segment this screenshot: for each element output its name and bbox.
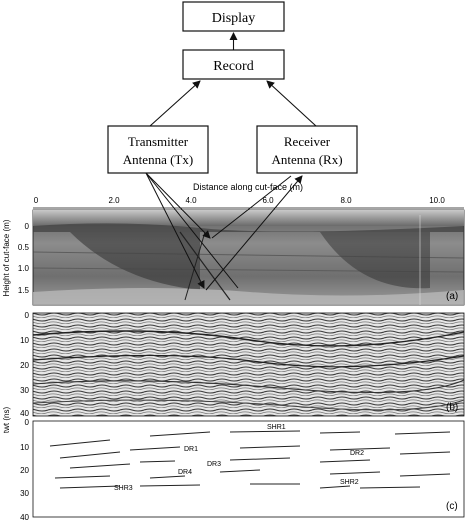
twt-axis-ticks-b: 0 10 20 30 40 [20,311,29,418]
reflector-shr1: SHR1 [267,424,286,431]
twt-tick: 40 [20,513,29,522]
receiver-label-line1: Receiver [284,134,331,149]
twt-tick: 10 [20,336,29,345]
twt-tick: 0 [25,418,30,427]
transmitter-label-line1: Transmitter [128,134,189,149]
record-box [182,49,285,80]
height-tick: 0 [25,222,30,231]
panel-b-radargram [32,312,465,417]
reflector-labels: SHR1 DR1 DR2 DR3 DR4 SHR2 SHR3 [114,424,364,492]
twt-tick: 30 [20,489,29,498]
transmitter-label-line2: Antenna (Tx) [123,152,193,167]
top-axis-label: Distance along cut-face (m) [193,182,303,192]
height-tick: 1.0 [18,264,30,273]
reflector-dr1: DR1 [184,446,198,453]
panel-a-label: (a) [446,291,458,302]
top-tick: 0 [34,196,39,205]
tx-to-record-arrow [149,80,201,127]
twt-axis-label: twt (ns) [2,407,11,434]
receiver-box [256,125,358,174]
twt-tick: 30 [20,386,29,395]
record-label: Record [213,59,253,74]
rx-to-record-arrow [266,80,317,127]
top-axis-ticks: 0 2.0 4.0 6.0 8.0 10.0 [34,196,446,205]
panel-c-label: (c) [446,501,458,512]
height-axis-label: Height of cut-face (m) [2,219,11,296]
reflector-dr3: DR3 [207,461,221,468]
twt-tick: 40 [20,409,29,418]
reflector-dr2: DR2 [350,450,364,457]
display-box [182,1,285,32]
panel-c-frame [32,420,465,518]
receiver-label-line2: Antenna (Rx) [271,152,342,167]
top-tick: 6.0 [262,196,274,205]
panel-b-label: (b) [446,402,458,413]
top-tick: 4.0 [185,196,197,205]
panel-a-photo [32,209,465,306]
height-tick: 1.5 [18,286,30,295]
top-tick: 2.0 [108,196,120,205]
twt-axis-ticks-c: 0 10 20 30 40 [20,418,29,522]
interpreted-reflectors [49,430,451,489]
top-tick: 8.0 [340,196,352,205]
reflector-shr2: SHR2 [340,479,359,486]
height-axis-ticks: 0 0.5 1.0 1.5 [18,222,30,295]
ray-paths [145,172,303,291]
twt-tick: 10 [20,443,29,452]
reflector-dr4: DR4 [178,469,192,476]
reflector-shr3: SHR3 [114,485,133,492]
twt-tick: 20 [20,361,29,370]
twt-tick: 0 [25,311,30,320]
display-label: Display [212,11,256,26]
height-tick: 0.5 [18,243,30,252]
transmitter-box [107,125,209,174]
twt-tick: 20 [20,466,29,475]
flow-diagram: Display Record Transmitter Antenna (Tx) … [107,1,358,174]
top-tick: 10.0 [429,196,445,205]
